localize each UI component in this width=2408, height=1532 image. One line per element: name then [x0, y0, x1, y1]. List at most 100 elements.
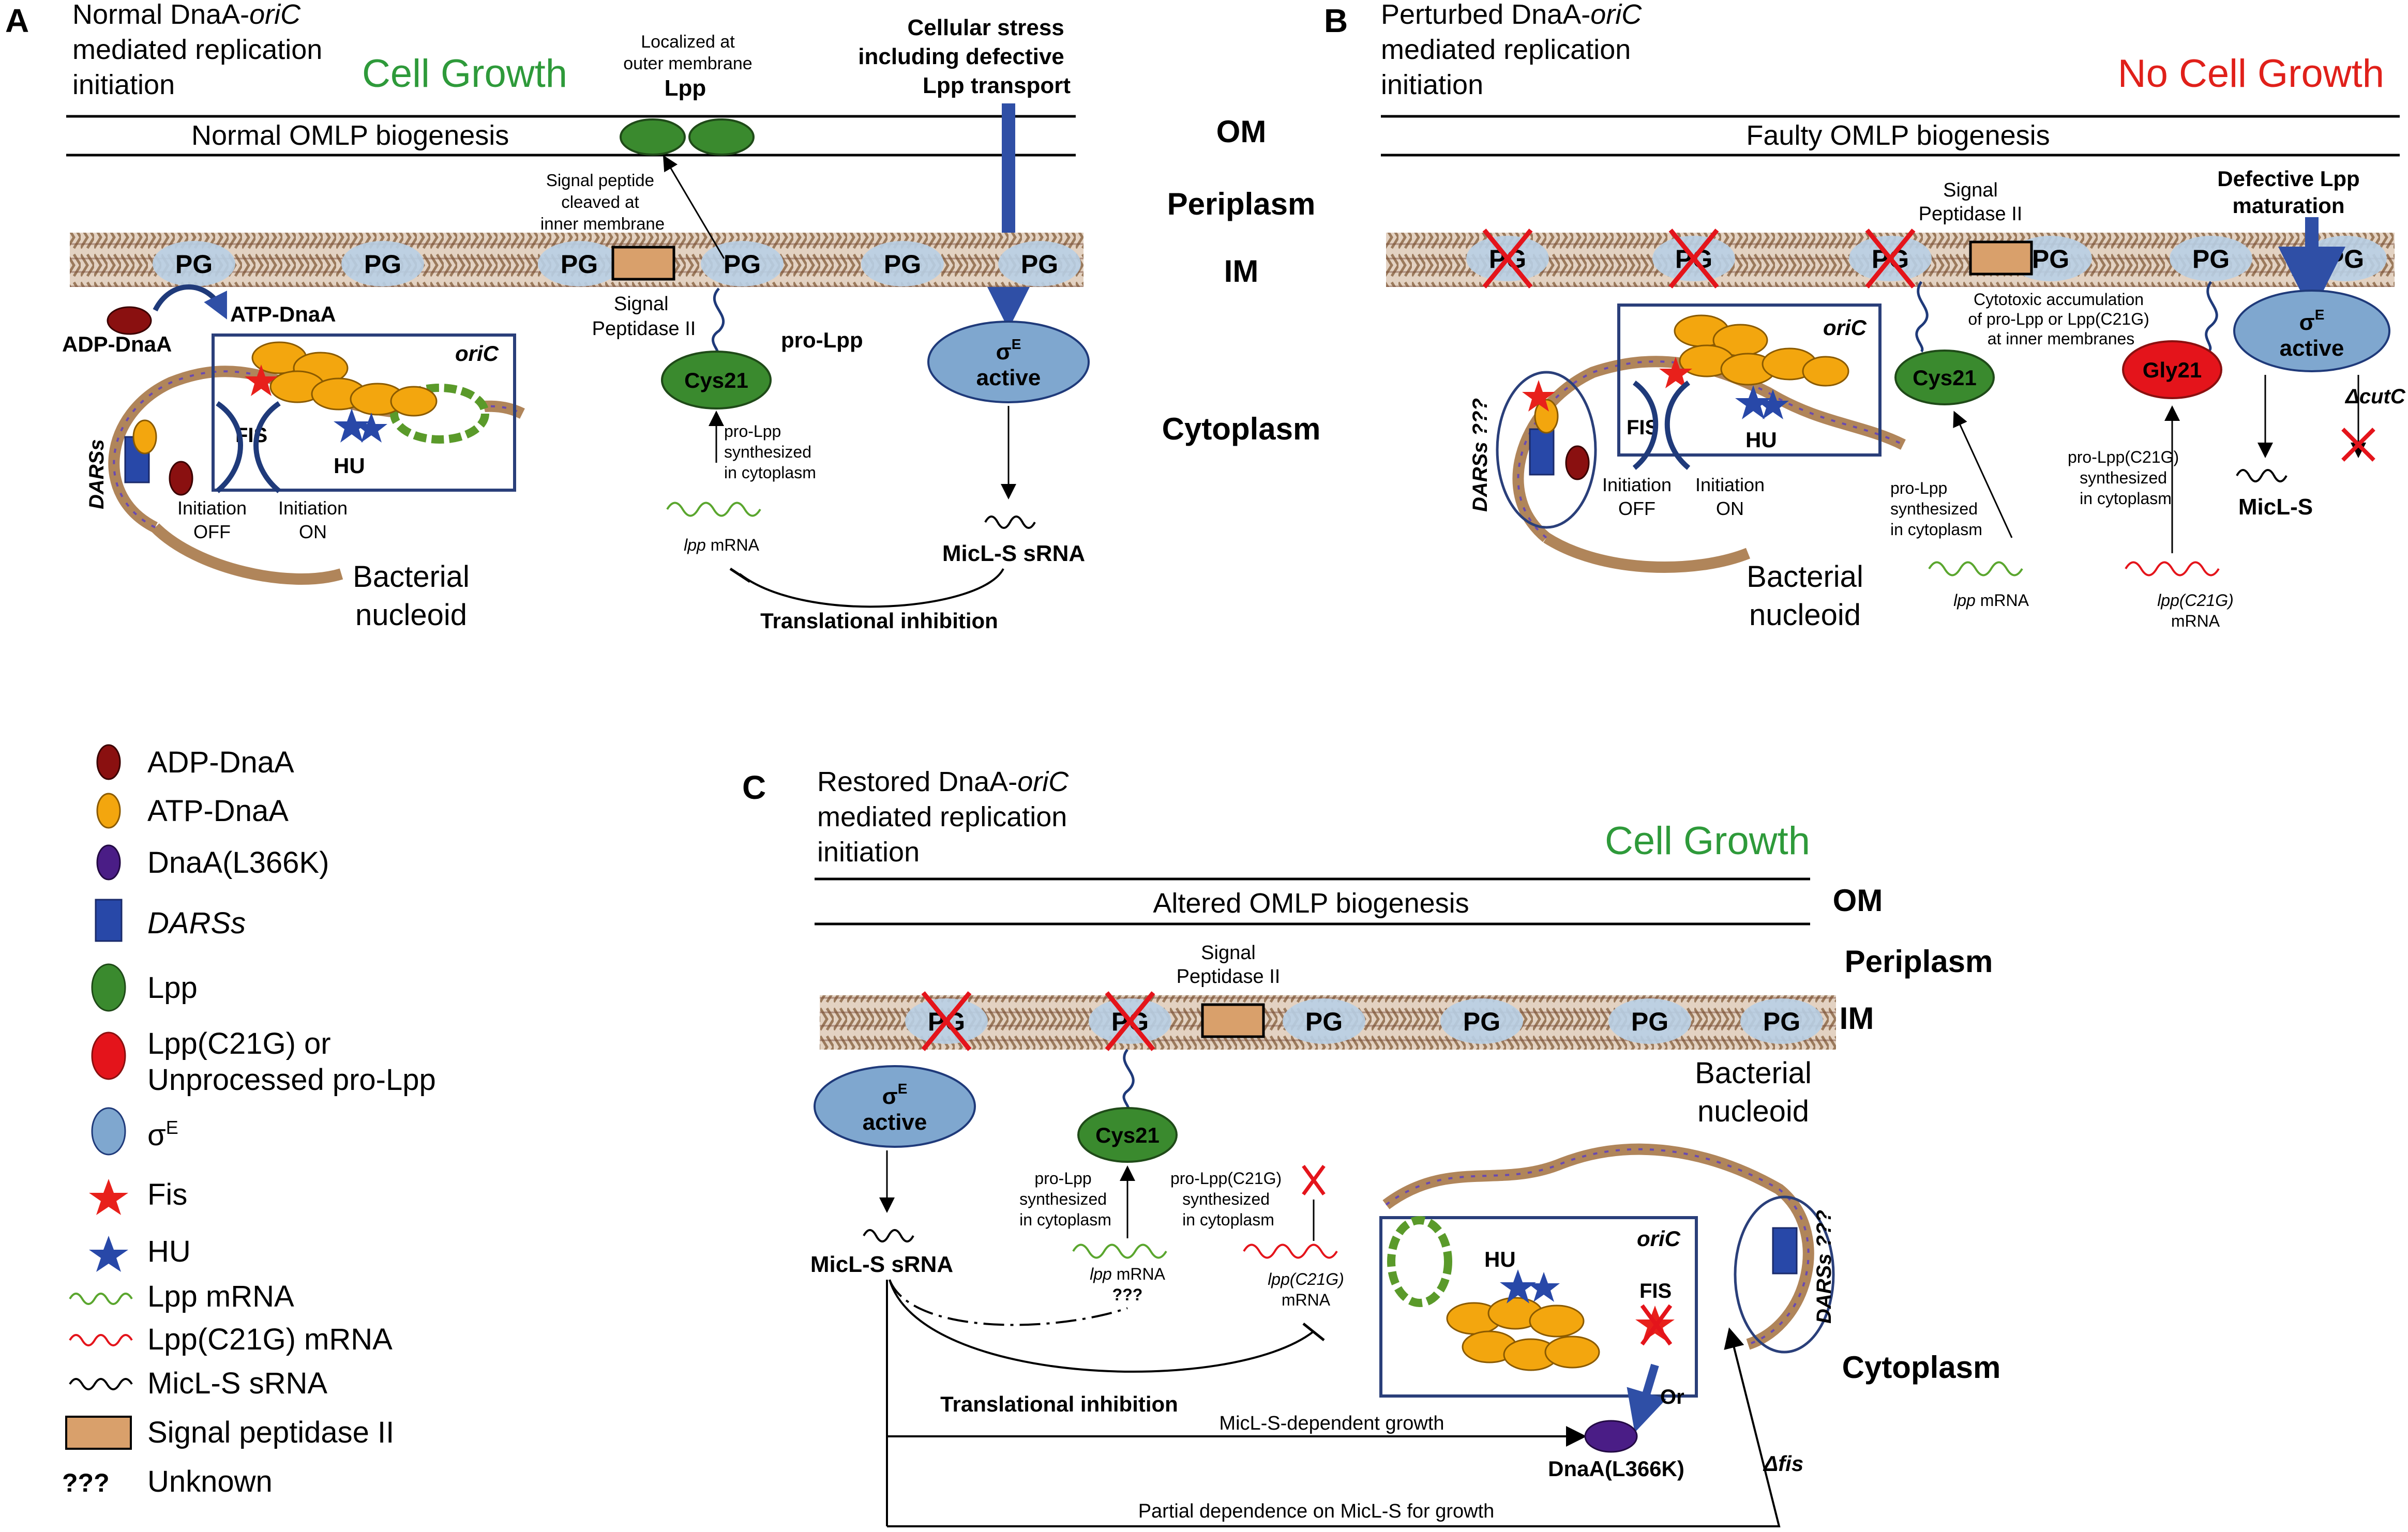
or-label: Or: [1660, 1386, 1684, 1408]
pg-crosses-b: [1482, 229, 1916, 289]
gly21-b: [2122, 340, 2222, 399]
atp-dnaa-a-label: ATP-DnaA: [230, 302, 336, 326]
pro-lpp-tether-c2: [1122, 1049, 1135, 1113]
oric-box-b: [1617, 304, 1882, 457]
sigma-e-c-label: σE: [882, 1081, 908, 1109]
legend-label-l366k: DnaA(L366K): [147, 846, 329, 879]
legend-label-unprocessed: Unprocessed pro-Lpp: [147, 1063, 436, 1097]
dars-circle-b: [1496, 371, 1597, 529]
cys21-c: [1077, 1107, 1178, 1163]
inhibition-bar-a: [729, 567, 751, 583]
synth-a-label: pro-Lpp synthesized in cytoplasm: [724, 422, 816, 482]
micl-srna-a: MicL-S sRNA: [942, 541, 1085, 566]
hu-stars-b: [1735, 385, 1789, 419]
cys21-c-label: Cys21: [1095, 1123, 1160, 1147]
gly21-b-label: Gly21: [2143, 358, 2202, 382]
dnaa-cycle-arrow: [153, 284, 227, 320]
dars-c: [1772, 1227, 1798, 1275]
cys21-b-label: Cys21: [1913, 366, 1977, 390]
legend: ??? ADP-DnaA ATP-DnaA DnaA(L366K) DARSs …: [62, 744, 436, 1498]
im-label: IM: [1224, 254, 1259, 289]
oric-b-label: oriC: [1823, 315, 1867, 340]
dna-strand-b1: [1512, 356, 1906, 542]
pg-a-5: PG: [884, 250, 921, 279]
cleaved-arrow: [663, 155, 725, 259]
partial-dependence-arrow: [887, 1327, 1781, 1527]
dnaa-cluster-b: [1674, 314, 1849, 387]
dars-b-label: DARSs ???: [1469, 398, 1492, 512]
panel-a-membrane-label: Normal OMLP biogenesis: [191, 120, 509, 151]
legend-label-hu: HU: [147, 1235, 191, 1268]
sigma-active-a: active: [976, 365, 1041, 390]
dars-b: [1529, 428, 1555, 476]
dars-circle-c: [1734, 1195, 1835, 1354]
cutc-cross: [2341, 428, 2375, 462]
pg-a-2: PG: [364, 250, 401, 279]
om-c-label: OM: [1833, 883, 1883, 918]
lpp-om-right: [688, 118, 755, 156]
dnaa-l366k-icon: [96, 844, 121, 881]
pg-b-5: PG: [2192, 245, 2230, 274]
panel-a: A Normal DnaA-oriC mediated replication …: [5, 0, 1320, 633]
lpp-mrna-icon: [69, 1293, 133, 1305]
sigma-e-a: [927, 321, 1090, 403]
panel-c-letter: C: [742, 769, 766, 806]
panel-c-title: Restored DnaA-oriC mediated replication …: [817, 766, 1076, 868]
unknown-c-label: ???: [1112, 1285, 1143, 1304]
legend-label-lpp-mrna: Lpp mRNA: [147, 1280, 294, 1313]
signal-peptidase-a-label: Signal Peptidase II: [592, 293, 696, 340]
lpp-c21g-mrna-b: [2125, 561, 2220, 577]
panel-b-title: Perturbed DnaA-oriC mediated replication…: [1381, 0, 1649, 100]
dnaa-l366k-label: DnaA(L366K): [1548, 1457, 1684, 1481]
panel-b-membrane-label: Faulty OMLP biogenesis: [1746, 120, 2050, 151]
lpp-icon: [91, 963, 126, 1012]
pg-b-6: PG: [2327, 245, 2364, 274]
fis-b-bracket-left: [1632, 380, 1659, 470]
dars-a-label: DARSs: [85, 439, 108, 509]
hu-b-label: HU: [1745, 428, 1777, 452]
panel-c-membrane-label: Altered OMLP biogenesis: [1153, 888, 1469, 919]
signal-peptidase-a: [611, 246, 675, 281]
dars-adp-a: [169, 461, 193, 496]
stress-label: Cellular stress including defective Lpp …: [858, 15, 1071, 98]
cytoplasm-label: Cytoplasm: [1162, 412, 1321, 446]
sigma-e-c: [814, 1065, 976, 1148]
pg-a-3: PG: [561, 250, 598, 279]
fis-star-b: [1659, 357, 1692, 388]
sigma-active-c: active: [863, 1110, 927, 1135]
signal-cleaved-label: Signal peptide cleaved at inner membrane: [540, 171, 665, 233]
pro-lpp-a-label: pro-Lpp: [781, 328, 863, 352]
legend-label-adp: ADP-DnaA: [147, 746, 294, 779]
hu-c-label: HU: [1484, 1247, 1516, 1271]
lpp-mrna-b: [1928, 561, 2023, 577]
sigma-e-b-label: σE: [2299, 307, 2325, 335]
lpp-c21g-mrna-c: [1243, 1243, 1338, 1259]
lpp-om-left: [620, 118, 686, 156]
dna-strand-a2: [151, 523, 343, 585]
pg-a-4: PG: [724, 250, 761, 279]
fis-cross-c: [1640, 1304, 1673, 1346]
sigma-e-b: [2233, 290, 2390, 372]
lpp-c21g-mrna-icon: [69, 1334, 133, 1346]
fis-star-b2: [1522, 380, 1555, 412]
atp-dnaa-icon: [96, 793, 121, 829]
open-dna-c: [1387, 1216, 1452, 1307]
panel-b-letter: B: [1324, 2, 1348, 39]
hu-stars-c: [1500, 1269, 1560, 1303]
adp-dnaa-a-label: ADP-DnaA: [62, 332, 172, 356]
panel-a-growth: Cell Growth: [362, 52, 567, 96]
dna-strand-b2: [1543, 533, 1751, 573]
periplasm-c-label: Periplasm: [1845, 944, 1993, 979]
legend-label-unknown: Unknown: [147, 1465, 273, 1498]
panel-b-growth: No Cell Growth: [2118, 52, 2384, 96]
pg-a-6: PG: [1021, 250, 1058, 279]
synth-arrow-b: [1953, 411, 2013, 538]
cys21-a-label: Cys21: [684, 368, 748, 392]
